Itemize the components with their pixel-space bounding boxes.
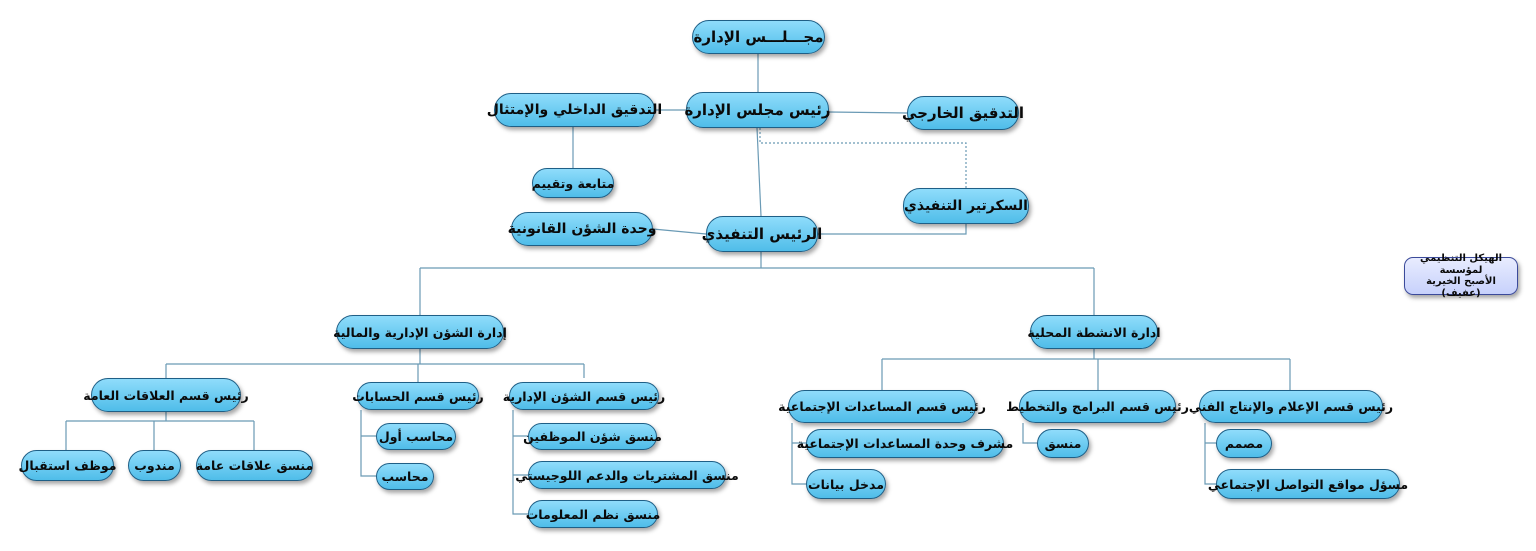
link-admin-subordinates [512, 410, 528, 515]
link-ceo-departments [419, 252, 1095, 315]
accounts-head-node[interactable]: رئيس قسم الحسابات [352, 382, 484, 410]
link-chairman-secretary [759, 128, 967, 188]
social-media-officer-label: مسؤل مواقع التواصل الإجتماعي [1207, 476, 1409, 492]
follow-up-node[interactable]: متابعة وتقييم [532, 168, 614, 198]
external-audit-node[interactable]: التدقيق الخارجي [902, 96, 1024, 130]
reception-label: موظف استقبال [18, 458, 117, 473]
social-aid-head-label: رئيس قسم المساعدات الإجتماعية [778, 399, 986, 414]
link-pr-subordinates [65, 412, 255, 450]
ceo-node[interactable]: الرئيس التنفيذي [702, 216, 822, 252]
link-admin-finance-heads [165, 349, 585, 382]
link-ceo-legal [652, 228, 707, 235]
programs-head-node[interactable]: رئيس قسم البرامج والتخطيط [1006, 390, 1189, 423]
admin-affairs-head-node[interactable]: رئيس قسم الشؤن الإدارية [503, 382, 665, 410]
pr-head-label: رئيس قسم العلاقات العامة [83, 387, 249, 403]
board-node[interactable]: مجـــلـــس الإدارة [692, 20, 825, 54]
chart-title-line2: الأصبح الخيرية (عفيف) [1426, 276, 1496, 299]
chart-title-line1: الهيكل التنظيمي لمؤسسة [1419, 253, 1503, 276]
link-chairman-ceo [756, 127, 762, 217]
pr-head-node[interactable]: رئيس قسم العلاقات العامة [83, 378, 249, 412]
follow-up-label: متابعة وتقييم [531, 175, 615, 191]
link-social-subordinates [791, 423, 806, 485]
senior-accountant-label: محاسب أول [378, 429, 454, 444]
senior-accountant-node[interactable]: محاسب أول [376, 423, 456, 450]
internal-audit-label: التدقيق الداخلي والإمتثال [486, 102, 663, 118]
link-chairman-external-audit [828, 111, 908, 114]
accountant-node[interactable]: محاسب [376, 463, 434, 490]
legal-unit-node[interactable]: وحدة الشؤن القانونية [508, 212, 656, 246]
chairman-node[interactable]: رئيس مجلس الإدارة [684, 92, 831, 128]
pr-coordinator-label: منسق علاقات عامة [195, 458, 314, 473]
exec-secretary-node[interactable]: السكرتير التنفيذي [903, 188, 1029, 224]
accountant-label: محاسب [381, 469, 429, 484]
pr-coordinator-node[interactable]: منسق علاقات عامة [196, 450, 313, 481]
social-media-officer-node[interactable]: مسؤل مواقع التواصل الإجتماعي [1208, 469, 1408, 499]
local-activities-node[interactable]: ادارة الانشطة المحلية [1027, 315, 1161, 349]
hr-coordinator-node[interactable]: منسق شؤن الموظفين [523, 423, 662, 450]
admin-finance-node[interactable]: إدارة الشؤن الإدارية والمالية [333, 315, 507, 349]
hr-coordinator-label: منسق شؤن الموظفين [523, 429, 662, 444]
board-label: مجـــلـــس الإدارة [693, 28, 824, 46]
delegate-node[interactable]: مندوب [128, 450, 181, 481]
exec-secretary-label: السكرتير التنفيذي [904, 198, 1028, 214]
social-aid-head-node[interactable]: رئيس قسم المساعدات الإجتماعية [778, 390, 986, 423]
programs-head-label: رئيس قسم البرامج والتخطيط [1006, 399, 1189, 414]
reception-node[interactable]: موظف استقبال [18, 450, 117, 481]
designer-node[interactable]: مصمم [1216, 429, 1272, 458]
coordinator-node[interactable]: منسق [1037, 429, 1089, 458]
it-coordinator-label: منسق نظم المعلومات [525, 506, 661, 522]
chairman-label: رئيس مجلس الإدارة [684, 101, 831, 119]
media-head-node[interactable]: رئيس قسم الإعلام والإنتاج الفني [1189, 390, 1393, 423]
designer-label: مصمم [1224, 436, 1264, 451]
it-coordinator-node[interactable]: منسق نظم المعلومات [525, 500, 661, 528]
accounts-head-label: رئيس قسم الحسابات [352, 388, 484, 404]
link-local-heads [881, 349, 1291, 390]
admin-finance-label: إدارة الشؤن الإدارية والمالية [333, 324, 507, 340]
procurement-coordinator-label: منسق المشتريات والدعم اللوجيستي [515, 467, 739, 483]
data-entry-label: مدخل بيانات [808, 476, 884, 492]
data-entry-node[interactable]: مدخل بيانات [806, 469, 886, 499]
ceo-label: الرئيس التنفيذي [701, 225, 823, 243]
link-secretary-ceo [818, 224, 967, 235]
coordinator-label: منسق [1044, 436, 1082, 451]
social-aid-supervisor-node[interactable]: مشرف وحدة المساعدات الإجتماعية [797, 429, 1013, 458]
link-media-subordinates [1204, 423, 1216, 485]
link-accounts-subordinates [360, 410, 376, 477]
link-programs-subordinates [1022, 423, 1037, 444]
legal-unit-label: وحدة الشؤن القانونية [507, 221, 657, 237]
social-aid-supervisor-label: مشرف وحدة المساعدات الإجتماعية [796, 436, 1014, 451]
media-head-label: رئيس قسم الإعلام والإنتاج الفني [1188, 399, 1394, 414]
admin-affairs-head-label: رئيس قسم الشؤن الإدارية [502, 388, 666, 404]
procurement-coordinator-node[interactable]: منسق المشتريات والدعم اللوجيستي [515, 461, 739, 489]
local-activities-label: ادارة الانشطة المحلية [1027, 324, 1161, 340]
internal-audit-node[interactable]: التدقيق الداخلي والإمتثال [487, 93, 662, 127]
delegate-label: مندوب [134, 458, 175, 473]
external-audit-label: التدقيق الخارجي [901, 104, 1025, 122]
chart-title-box: الهيكل التنظيمي لمؤسسة الأصبح الخيرية (ع… [1404, 253, 1518, 299]
